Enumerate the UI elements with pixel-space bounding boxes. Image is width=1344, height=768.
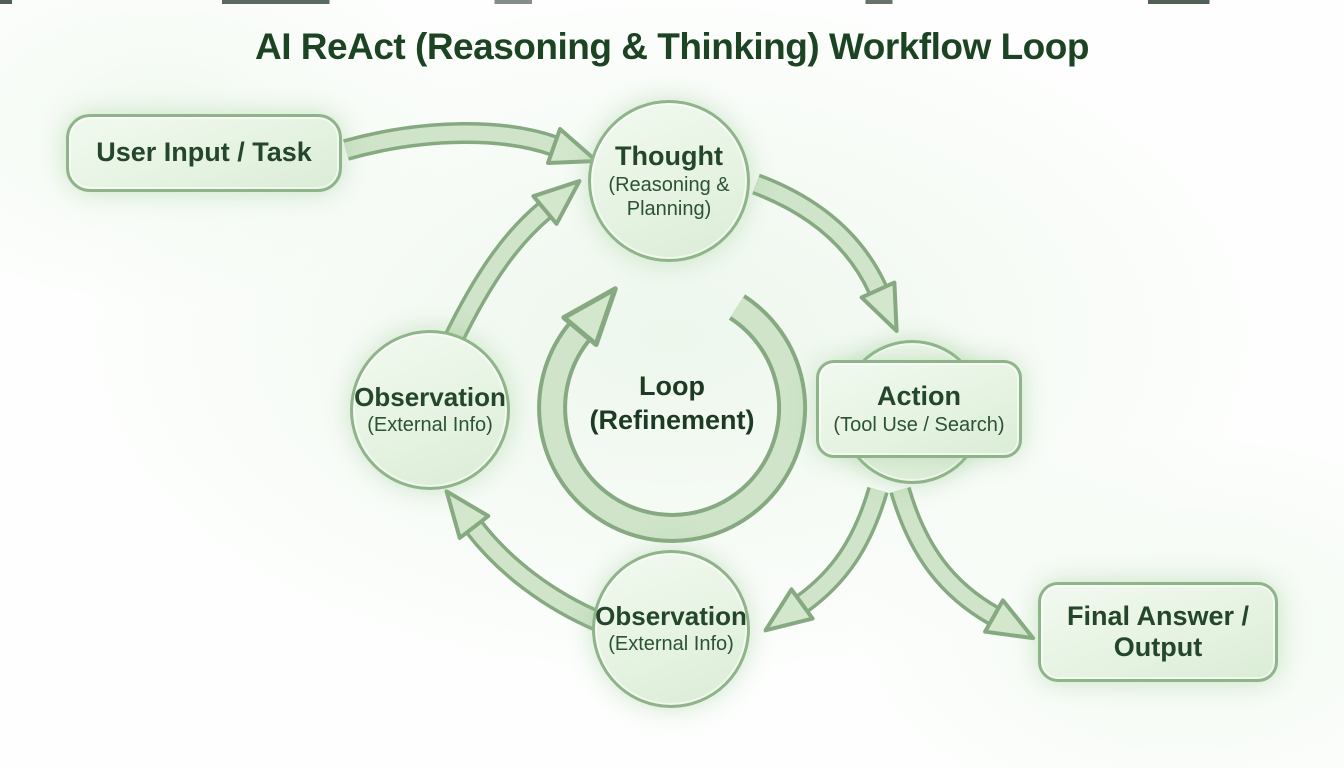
node-thought: Thought (Reasoning & Planning) <box>588 100 750 262</box>
loop-label: Loop <box>639 371 705 401</box>
arrow-action-to-final-answer <box>889 486 1036 641</box>
arrow-observation-bottom-to-observation-left <box>444 489 605 633</box>
thought-sublabel: (Reasoning & Planning) <box>608 173 730 220</box>
loop-sublabel: (Refinement) <box>589 404 755 435</box>
node-observation-bottom: Observation (External Info) <box>592 550 750 708</box>
loop-refinement-arrow <box>537 286 808 543</box>
node-observation-left: Observation (External Info) <box>350 330 510 490</box>
action-sublabel: (Tool Use / Search) <box>833 413 1005 436</box>
node-loop-refinement: Loop (Refinement) <box>542 370 802 438</box>
user-input-label: User Input / Task <box>96 137 312 168</box>
final-answer-label: Final Answer / Output <box>1066 600 1250 662</box>
arrow-action-to-observation-bottom <box>763 486 889 633</box>
thought-label: Thought <box>615 141 723 172</box>
observation-bottom-label: Observation <box>595 601 747 632</box>
observation-bottom-sublabel: (External Info) <box>608 632 734 655</box>
node-action: Action (Tool Use / Search) <box>816 360 1022 458</box>
observation-left-sublabel: (External Info) <box>367 413 493 436</box>
arrow-observation-left-to-thought <box>442 179 582 347</box>
arrow-thought-to-action <box>752 173 899 333</box>
diagram-title: AI ReAct (Reasoning & Thinking) Workflow… <box>255 26 1089 67</box>
node-user-input: User Input / Task <box>66 114 342 192</box>
observation-left-label: Observation <box>354 382 506 413</box>
node-final-answer: Final Answer / Output <box>1038 582 1278 682</box>
action-label: Action <box>877 381 961 412</box>
arrow-user-input-to-thought <box>343 122 599 165</box>
